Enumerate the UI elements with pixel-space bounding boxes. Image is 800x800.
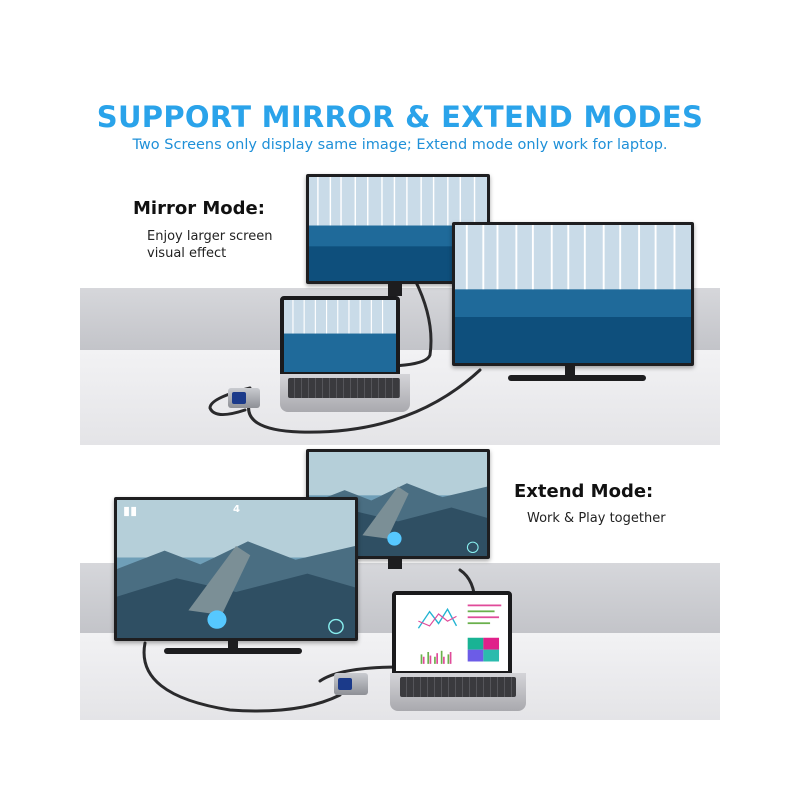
jet-game-image [117, 500, 355, 638]
dashboard-charts-image [396, 595, 508, 671]
extend-back-monitor-stand [388, 557, 402, 569]
extend-front-monitor-stand [228, 639, 238, 649]
mirror-front-monitor-stand [565, 364, 575, 376]
mirror-back-monitor [306, 174, 490, 284]
extend-mode-title: Extend Mode: [514, 481, 654, 502]
extend-laptop-base [390, 673, 526, 711]
frozen-lake-image [284, 300, 396, 372]
extend-front-monitor: 4 [114, 497, 358, 641]
mirror-laptop-base [280, 374, 410, 412]
mirror-mode-desc-line1: Enjoy larger screen [147, 229, 273, 244]
extend-front-monitor-foot [164, 648, 302, 654]
mirror-laptop-screen [280, 296, 400, 378]
frozen-lake-image [455, 225, 691, 363]
mirror-mode-title: Mirror Mode: [133, 198, 265, 219]
mirror-laptop-keyboard [288, 378, 400, 398]
mirror-scene [80, 170, 720, 445]
vga-port [232, 392, 246, 404]
subheadline: Two Screens only display same image; Ext… [132, 137, 668, 153]
extend-laptop-keyboard [400, 677, 516, 697]
game-score: 4 [233, 504, 240, 515]
extend-laptop-screen [392, 591, 512, 677]
extend-usb-c-adapter [334, 673, 368, 695]
mirror-usb-c-adapter [228, 388, 260, 408]
headline: SUPPORT MIRROR & EXTEND MODES [96, 100, 704, 134]
mirror-mode-desc-line2: visual effect [147, 246, 227, 261]
extend-scene: 4 [80, 445, 720, 720]
vga-port [338, 678, 352, 690]
mirror-front-monitor [452, 222, 694, 366]
mirror-front-monitor-foot [508, 375, 646, 381]
extend-mode-desc: Work & Play together [527, 511, 666, 526]
mirror-back-monitor-stand [388, 282, 402, 296]
